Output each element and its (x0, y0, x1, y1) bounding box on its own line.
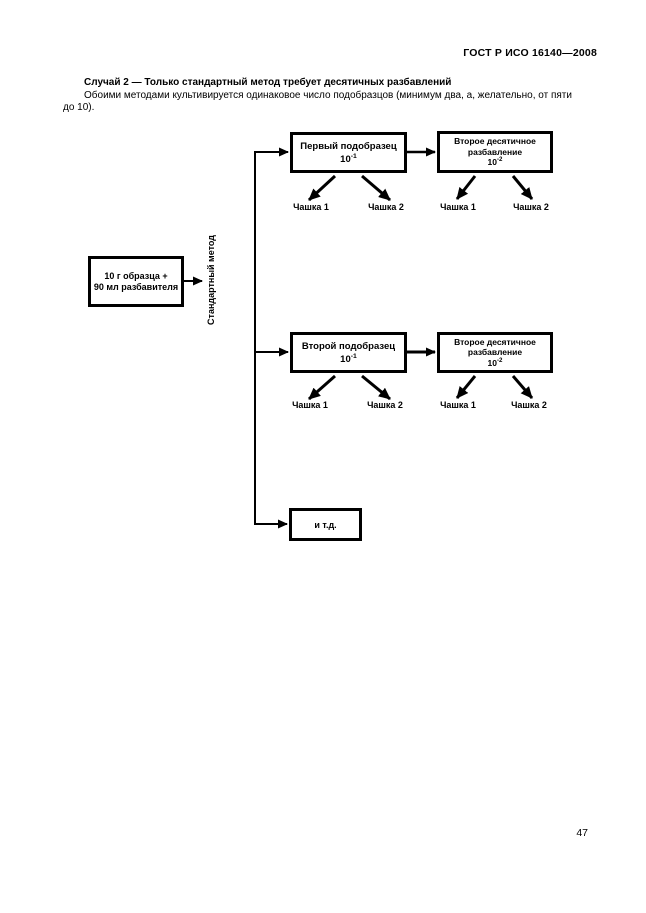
method-label: Стандартный метод (206, 235, 216, 325)
dilution-box-row2-line2: разбавление (467, 347, 523, 358)
dilution-box-row2-line1: Второе десятичное (454, 336, 536, 347)
dilution-box-row1: Второе десятичное разбавление 10-2 (437, 131, 553, 173)
plate-label: Чашка 1 (293, 202, 329, 212)
doc-number: ГОСТ Р ИСО 16140—2008 (463, 47, 597, 59)
sample-box: 10 г образца + 90 мл разбавителя (88, 256, 184, 307)
dilution-box-row2-dilution: 10-2 (487, 356, 503, 369)
intro-paragraph-line-2: до 10). (63, 102, 95, 113)
arrow-row2-sub-plate2 (361, 374, 391, 401)
dilution-box-row1-line2: разбавление (467, 146, 523, 157)
page-number: 47 (576, 827, 588, 839)
plate-label: Чашка 2 (367, 400, 403, 410)
dilution-exponent: -1 (350, 152, 357, 160)
dilution-base: 10 (487, 157, 498, 168)
subsample-box-row1: Первый подобразец 10-1 (290, 132, 407, 173)
dilution-base: 10 (340, 353, 351, 365)
arrow-row2-sub-plate1 (308, 374, 336, 401)
sample-box-line1: 10 г образца + (104, 270, 168, 281)
intro-paragraph: Обоими методами культивируется одинаково… (63, 90, 591, 114)
etc-box-label: и т.д. (314, 519, 337, 530)
dilution-box-row2: Второе десятичное разбавление 10-2 (437, 332, 553, 373)
dilution-box-row1-dilution: 10-2 (488, 157, 503, 168)
subsample-box-row2-dilution: 10-1 (340, 352, 357, 366)
case-title: Случай 2 — Только стандартный метод треб… (84, 77, 452, 88)
subsample-box-row2-title: Второй подобразец (301, 340, 396, 352)
dilution-base: 10 (340, 153, 351, 165)
subsample-box-row2: Второй подобразец 10-1 (290, 332, 407, 373)
etc-box: и т.д. (289, 508, 362, 541)
arrow-row1-dil-plate2 (511, 175, 534, 200)
plate-label: Чашка 1 (292, 400, 328, 410)
sample-box-line2: 90 мл разбавителя (93, 281, 179, 292)
arrow-row1-sub-plate1 (307, 174, 337, 202)
arrow-row1-dil-plate1 (455, 175, 477, 200)
dilution-exponent: -1 (350, 352, 357, 360)
plate-label: Чашка 2 (368, 202, 404, 212)
plate-label: Чашка 2 (511, 400, 547, 410)
plate-label: Чашка 1 (440, 202, 476, 212)
subsample-box-row1-title: Первый подобразец (300, 140, 397, 152)
arrow-row1-sub-plate2 (361, 174, 391, 202)
arrow-row2-dil-plate2 (511, 375, 534, 399)
dilution-box-row1-line1: Второе десятичное (454, 136, 536, 147)
dilution-base: 10 (487, 357, 498, 368)
arrow-row2-dil-plate1 (455, 375, 477, 399)
subsample-box-row1-dilution: 10-1 (340, 152, 357, 166)
plate-label: Чашка 2 (513, 202, 549, 212)
dilution-exponent: -2 (497, 156, 503, 164)
dilution-exponent: -2 (497, 356, 503, 364)
intro-paragraph-line-1: Обоими методами культивируется одинаково… (84, 90, 572, 101)
plate-label: Чашка 1 (440, 400, 476, 410)
